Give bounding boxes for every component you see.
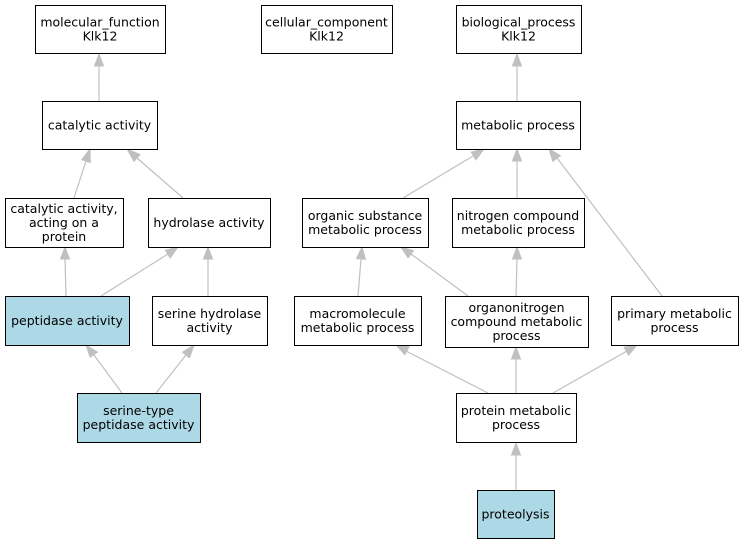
node-label-serine-peptidase-activity: peptidase activity xyxy=(83,417,195,432)
node-label-primary-metabolic: process xyxy=(650,320,698,335)
node-box-peptidase-activity xyxy=(5,296,130,346)
edge-primary-to-metabolic xyxy=(548,147,663,297)
node-label-bp-root: biological_process xyxy=(462,15,576,30)
node-box-organic-substance-metabolic xyxy=(302,198,429,248)
node-hydrolase-activity: hydrolase activity xyxy=(148,198,271,248)
node-label-cc-root: cellular_component xyxy=(265,15,388,30)
node-label-cc-root: Klk12 xyxy=(309,29,344,44)
edge-serine-hydrolase-to-hydrolase xyxy=(202,245,214,296)
graph-edges xyxy=(59,52,663,490)
node-box-mf-root xyxy=(35,5,166,54)
edge-proteolysis-to-protein-metabolic xyxy=(510,441,522,490)
node-label-catalytic-activity-protein: catalytic activity, xyxy=(10,201,117,216)
node-label-hydrolase-activity: hydrolase activity xyxy=(153,215,265,230)
node-label-nitrogen-compound-metabolic: nitrogen compound xyxy=(457,208,579,223)
node-label-proteolysis: proteolysis xyxy=(481,507,549,522)
node-label-macromolecule-metabolic: macromolecule xyxy=(309,306,405,321)
node-label-peptidase-activity: peptidase activity xyxy=(11,313,123,328)
edge-serine-peptidase-to-peptidase xyxy=(85,343,123,394)
node-label-macromolecule-metabolic: metabolic process xyxy=(301,320,415,335)
node-peptidase-activity: peptidase activity xyxy=(5,296,130,346)
node-label-nitrogen-compound-metabolic: metabolic process xyxy=(461,222,575,237)
edge-serine-peptidase-to-serine-hydrolase xyxy=(155,343,195,394)
node-metabolic-process: metabolic process xyxy=(456,101,581,150)
node-label-organonitrogen-metabolic: organonitrogen xyxy=(468,300,564,315)
edge-protein-metabolic-to-macromolecule xyxy=(394,344,489,394)
node-label-organonitrogen-metabolic: process xyxy=(492,328,540,343)
node-box-catalytic-activity-protein xyxy=(5,198,124,248)
node-label-catalytic-activity-protein: protein xyxy=(42,229,86,244)
edge-peptidase-to-catalytic-protein xyxy=(59,245,71,297)
node-label-serine-hydrolase-activity: serine hydrolase xyxy=(158,306,262,321)
node-label-bp-root: Klk12 xyxy=(501,29,536,44)
node-box-serine-hydrolase-activity xyxy=(152,296,268,346)
graph-nodes: molecular_functionKlk12cellular_componen… xyxy=(5,5,739,539)
node-label-catalytic-activity: catalytic activity xyxy=(48,118,152,133)
node-label-organic-substance-metabolic: organic substance xyxy=(308,208,423,223)
node-label-protein-metabolic: protein metabolic xyxy=(461,403,571,418)
edge-organic-substance-to-metabolic xyxy=(402,148,486,199)
node-box-serine-peptidase-activity xyxy=(77,393,201,443)
node-box-proteolysis xyxy=(477,490,555,539)
edge-nitrogen-compound-to-metabolic xyxy=(511,147,523,198)
edge-protein-metabolic-to-primary xyxy=(552,344,639,394)
node-label-metabolic-process: metabolic process xyxy=(461,118,575,133)
node-label-mf-root: Klk12 xyxy=(83,29,118,44)
node-box-primary-metabolic xyxy=(611,296,739,346)
node-label-organonitrogen-metabolic: compound metabolic xyxy=(451,314,583,329)
edge-hydrolase-to-catalytic xyxy=(125,147,184,199)
edge-organonitrogen-to-nitrogen-compound xyxy=(511,245,523,297)
edge-catalytic-to-molecular-function xyxy=(93,52,105,101)
node-proteolysis: proteolysis xyxy=(477,490,555,539)
node-box-bp-root xyxy=(456,5,582,54)
edge-macromolecule-to-organic-substance xyxy=(355,245,367,297)
node-label-protein-metabolic: process xyxy=(492,417,540,432)
node-box-nitrogen-compound-metabolic xyxy=(452,198,585,248)
node-box-macromolecule-metabolic xyxy=(294,296,422,346)
node-label-mf-root: molecular_function xyxy=(40,15,159,30)
node-catalytic-activity: catalytic activity xyxy=(42,101,158,150)
node-box-cc-root xyxy=(261,5,393,54)
node-box-protein-metabolic xyxy=(456,393,577,443)
node-label-serine-peptidase-activity: serine-type xyxy=(103,403,174,418)
edge-peptidase-to-hydrolase xyxy=(100,246,180,297)
edge-organonitrogen-to-organic-substance xyxy=(399,246,469,297)
node-box-catalytic-activity xyxy=(42,101,158,150)
node-box-organonitrogen-metabolic xyxy=(445,296,589,348)
node-label-organic-substance-metabolic: metabolic process xyxy=(308,222,422,237)
edge-metabolic-to-biological-process xyxy=(511,52,523,101)
node-label-catalytic-activity-protein: acting on a xyxy=(29,215,99,230)
node-label-serine-hydrolase-activity: activity xyxy=(186,320,233,335)
node-box-hydrolase-activity xyxy=(148,198,271,248)
node-label-primary-metabolic: primary metabolic xyxy=(617,306,732,321)
node-box-metabolic-process xyxy=(456,101,581,150)
edge-catalytic-protein-to-catalytic xyxy=(73,147,91,199)
edge-protein-metabolic-to-organonitrogen xyxy=(510,345,522,393)
